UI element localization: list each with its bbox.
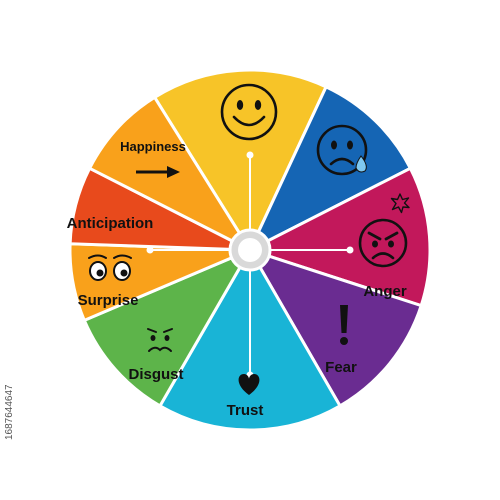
label-anticipation: Anticipation <box>67 215 154 232</box>
segment-happiness-face <box>152 68 329 254</box>
stock-id-text: 1687644647 <box>4 384 15 440</box>
segment-disgust <box>82 246 254 408</box>
grimace-face-icon <box>147 328 173 352</box>
arrow-right-icon <box>136 166 180 178</box>
center-hub-inner <box>238 238 262 262</box>
label-fear: Fear <box>325 359 357 376</box>
segment-fear <box>246 247 424 408</box>
anger-burst-icon <box>390 193 410 214</box>
segment-anger <box>246 166 432 308</box>
spoke-dot <box>346 246 354 254</box>
smiley-face-icon <box>220 83 278 141</box>
wheel-segments <box>68 68 432 432</box>
exclamation-icon <box>340 305 348 345</box>
label-trust: Trust <box>227 402 264 419</box>
stock-id-watermark: 1687644647 <box>4 384 15 440</box>
spoke-dot <box>146 246 154 254</box>
label-happiness: Happiness <box>120 139 186 154</box>
angry-face-icon <box>358 218 408 268</box>
heart-icon <box>238 374 260 395</box>
wide-eyes-icon <box>88 254 132 281</box>
label-anger: Anger <box>363 283 407 300</box>
segment-anger-face <box>246 84 413 254</box>
sad-tear-face-icon <box>316 124 368 176</box>
label-surprise: Surprise <box>78 292 139 309</box>
spoke-dot <box>246 151 254 159</box>
label-disgust: Disgust <box>128 366 183 383</box>
